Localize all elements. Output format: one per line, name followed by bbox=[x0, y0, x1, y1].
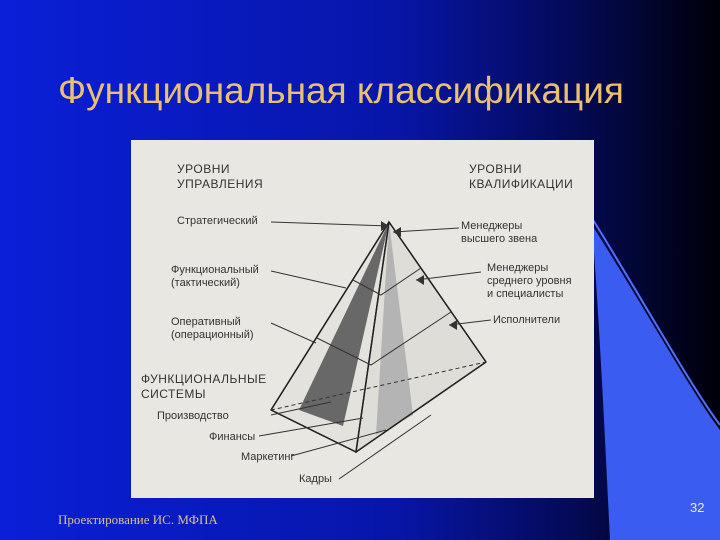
system-production: Производство bbox=[157, 410, 229, 422]
qualification-top-managers-line-2: высшего звена bbox=[461, 233, 538, 245]
qualification-top-managers: Менеджеры высшего звена bbox=[461, 220, 537, 246]
system-finance: Финансы bbox=[209, 431, 256, 443]
qualification-executors: Исполнители bbox=[493, 314, 560, 327]
functional-systems-header: ФУНКЦИОНАЛЬНЫЕ СИСТЕМЫ bbox=[141, 372, 267, 402]
management-levels-header: УРОВНИ УПРАВЛЕНИЯ bbox=[177, 162, 263, 192]
slide-title: Функциональная классификация bbox=[58, 70, 624, 111]
qualification-top-managers-line-1: Менеджеры bbox=[461, 220, 523, 232]
qualification-middle-managers-line-2: среднего уровня bbox=[487, 275, 572, 287]
level-operational-sublabel: (операционный) bbox=[171, 329, 254, 341]
level-strategic: Стратегический bbox=[177, 215, 258, 228]
management-header-line-1: УРОВНИ bbox=[177, 162, 230, 176]
qualification-middle-managers: Менеджеры среднего уровня и специалисты bbox=[487, 262, 572, 301]
level-strategic-label: Стратегический bbox=[177, 215, 258, 227]
qualification-executors-label: Исполнители bbox=[493, 314, 561, 326]
level-operational-label: Оперативный bbox=[171, 316, 241, 328]
system-marketing: Маркетинг bbox=[241, 451, 295, 463]
qualification-header-line-2: КВАЛИФИКАЦИИ bbox=[469, 177, 574, 191]
wedge-finance bbox=[376, 222, 413, 435]
qualification-middle-managers-line-3: и специалисты bbox=[487, 288, 564, 300]
level-functional-label: Функциональный bbox=[171, 264, 259, 276]
systems-header-line-2: СИСТЕМЫ bbox=[141, 387, 207, 401]
level-functional: Функциональный (тактический) bbox=[171, 264, 259, 290]
qualification-middle-managers-line-1: Менеджеры bbox=[487, 262, 549, 274]
qualification-levels-header: УРОВНИ КВАЛИФИКАЦИИ bbox=[469, 162, 573, 192]
system-personnel: Кадры bbox=[299, 473, 332, 485]
wedge-production bbox=[299, 222, 389, 426]
slide-footer: Проектирование ИС. МФПА bbox=[58, 512, 218, 527]
management-header-line-2: УПРАВЛЕНИЯ bbox=[177, 177, 264, 191]
decorative-curve bbox=[592, 225, 720, 540]
qualification-header-line-1: УРОВНИ bbox=[469, 162, 522, 176]
level-functional-sublabel: (тактический) bbox=[171, 277, 240, 289]
systems-header-line-1: ФУНКЦИОНАЛЬНЫЕ bbox=[141, 372, 267, 386]
page-number: 32 bbox=[690, 500, 705, 515]
level-operational: Оперативный (операционный) bbox=[171, 316, 254, 342]
pyramid-diagram: УРОВНИ УПРАВЛЕНИЯ УРОВНИ КВАЛИФИКАЦИИ Ст… bbox=[131, 140, 594, 498]
